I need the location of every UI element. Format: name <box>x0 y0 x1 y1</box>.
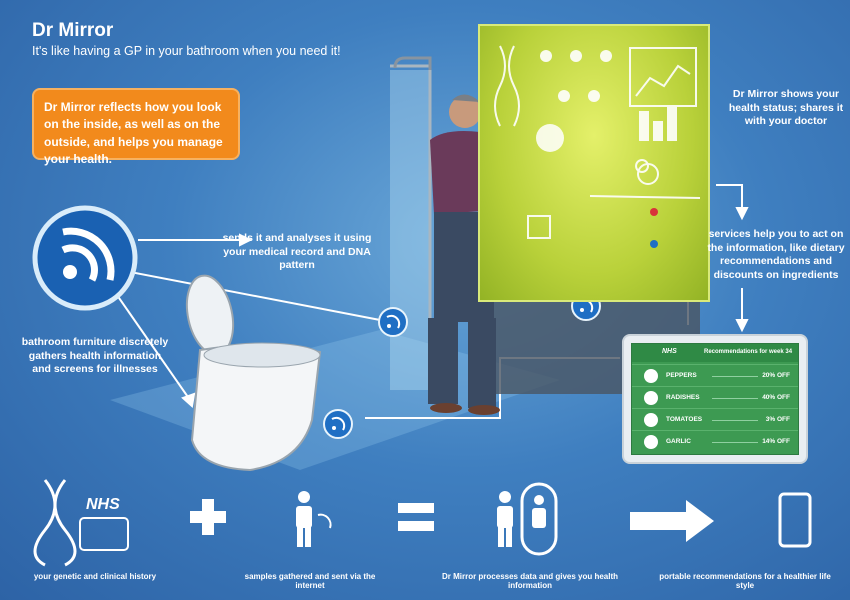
mirror-ui-graphics <box>494 45 701 248</box>
list-item[interactable]: PEPPERS 20% OFF <box>632 364 798 386</box>
item-name: GARLIC <box>666 438 691 445</box>
shower-head <box>393 56 432 70</box>
arrow-right-icon <box>630 500 714 542</box>
dna-icon <box>494 45 506 127</box>
list-item[interactable]: TOMATOES 3% OFF <box>632 408 798 430</box>
item-name: RADISHES <box>666 394 700 401</box>
line-chart-icon <box>629 47 697 107</box>
nhs-logo: NHS <box>662 348 677 355</box>
item-discount: 14% OFF <box>762 438 790 445</box>
calendar-icon <box>527 215 551 239</box>
person-signal-icon <box>296 491 332 547</box>
mirror-display <box>478 24 710 302</box>
note-services: services help you to act on the informat… <box>707 228 845 281</box>
item-name: PEPPERS <box>666 372 697 379</box>
doctor-mirror-icon <box>497 482 558 556</box>
page-subtitle: It's like having a GP in your bathroom w… <box>32 44 341 58</box>
body-marker-blue <box>650 240 658 248</box>
note-health-status: Dr Mirror shows your health status; shar… <box>728 88 844 128</box>
toilet-illustration <box>185 274 322 472</box>
connector-lines <box>109 184 749 419</box>
list-item[interactable]: GARLIC 14% OFF <box>632 430 798 452</box>
item-discount: 40% OFF <box>762 394 790 401</box>
item-name: TOMATOES <box>666 416 703 423</box>
item-discount: 3% OFF <box>765 416 790 423</box>
label-genetic-history: your genetic and clinical history <box>33 572 157 581</box>
shower-glass <box>390 70 430 390</box>
nhs-logo-bottom: NHS <box>86 496 120 513</box>
pepper-icon <box>644 369 658 383</box>
tablet-device: NHS Recommendations for week 34 PEPPERS … <box>622 334 808 464</box>
item-discount: 20% OFF <box>762 372 790 379</box>
label-recommendations: portable recommendations for a healthier… <box>659 572 831 590</box>
bottom-icons <box>33 479 812 567</box>
intro-callout: Dr Mirror reflects how you look on the i… <box>32 88 240 166</box>
body-marker-red <box>650 208 658 216</box>
glow-touch-point <box>536 124 564 152</box>
equals-icon <box>398 503 434 531</box>
garlic-icon <box>644 435 658 449</box>
tablet-screen: NHS Recommendations for week 34 PEPPERS … <box>631 343 799 455</box>
rss-badge-floor <box>378 307 408 337</box>
dna-icon <box>33 479 77 567</box>
family-tree-icon <box>540 50 612 102</box>
label-processing: Dr Mirror processes data and gives you h… <box>441 572 619 590</box>
phone-icon <box>778 492 812 548</box>
list-item[interactable]: RADISHES 40% OFF <box>632 386 798 408</box>
radish-icon <box>644 391 658 405</box>
label-samples-gathered: samples gathered and sent via the intern… <box>244 572 376 590</box>
tomato-icon <box>644 413 658 427</box>
plus-icon <box>190 499 226 535</box>
note-sends-analyses: sends it and analyses it using your medi… <box>222 232 372 272</box>
rss-signal-large <box>32 205 138 311</box>
rss-badge-toilet <box>323 409 353 439</box>
tablet-header: NHS Recommendations for week 34 <box>632 344 798 362</box>
note-bathroom-furniture: bathroom furniture discretely gathers he… <box>21 336 169 376</box>
record-card-icon <box>79 517 129 551</box>
recommendations-title: Recommendations for week 34 <box>704 349 793 355</box>
page-title: Dr Mirror <box>32 20 114 41</box>
